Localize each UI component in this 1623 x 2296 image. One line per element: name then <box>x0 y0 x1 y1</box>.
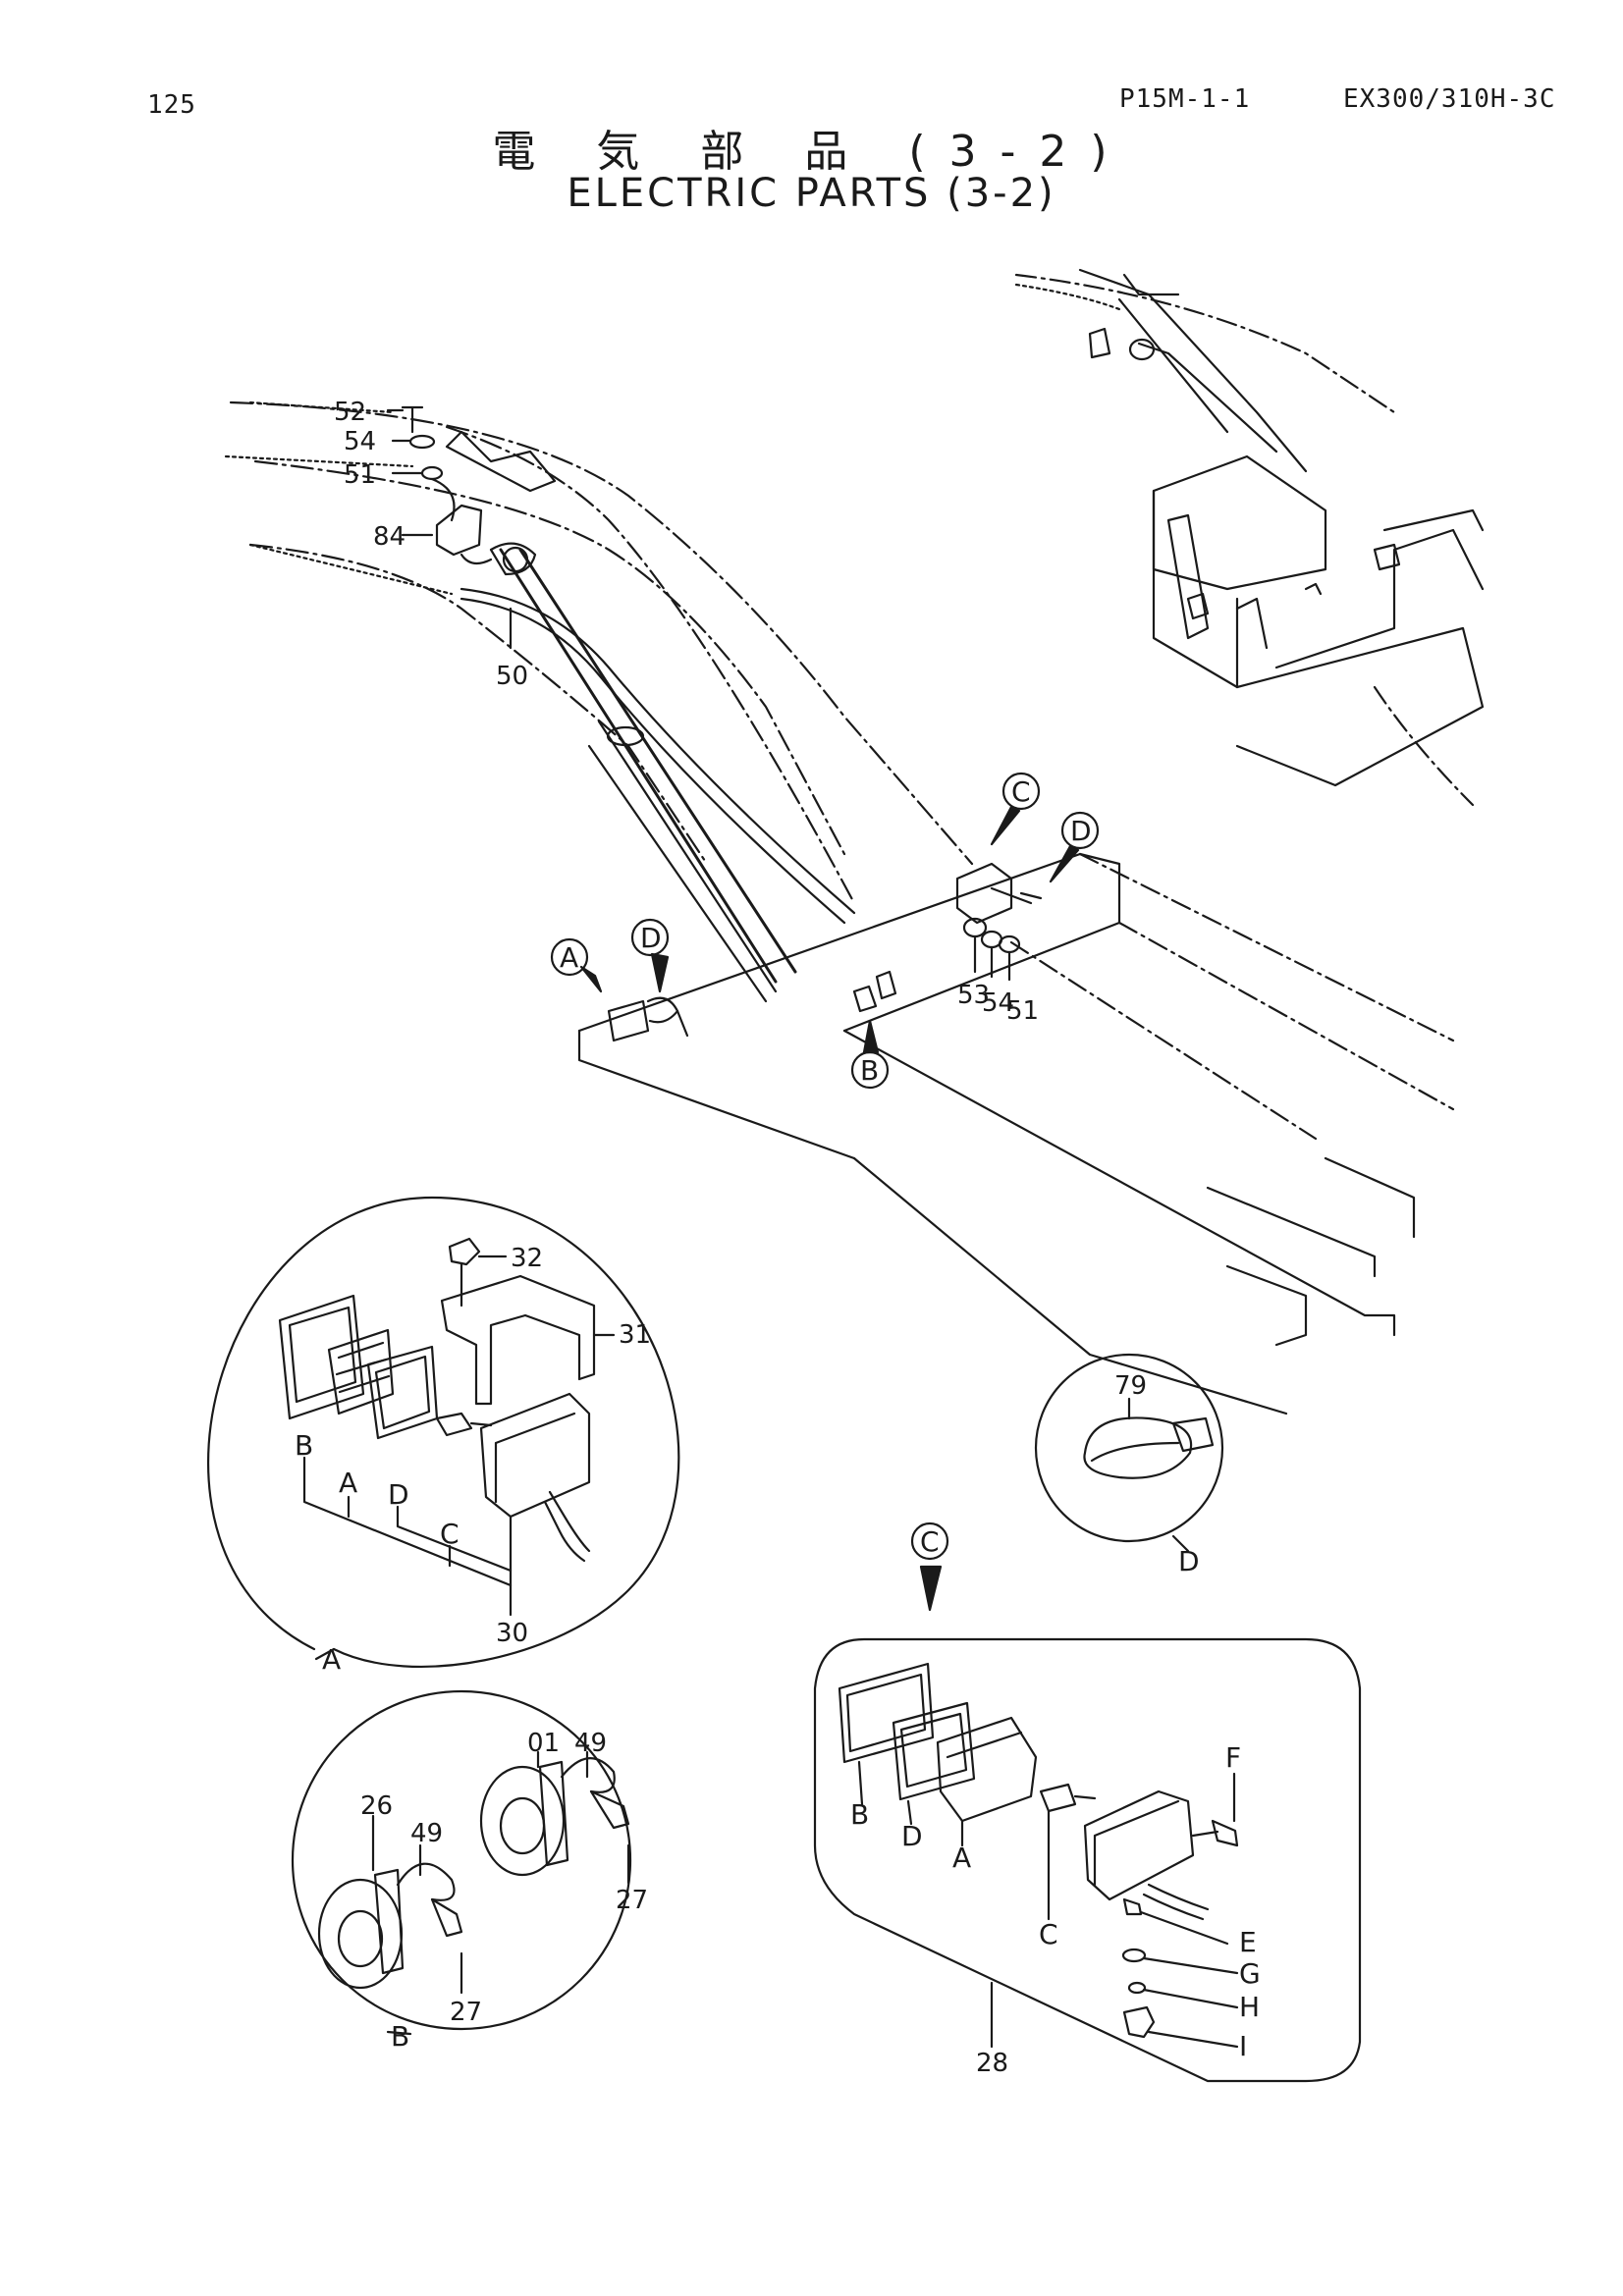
detail-a-part-30: 30 <box>496 1619 528 1648</box>
callout-50: 50 <box>496 662 528 691</box>
detail-b-part-49-right: 49 <box>574 1729 607 1758</box>
callout-51-frame: 51 <box>1006 996 1039 1026</box>
excavator-cab-illustration <box>1014 268 1485 807</box>
reference-marker-c: C <box>1011 775 1031 808</box>
detail-b-label: B <box>391 2020 409 2053</box>
detail-a-sub-b: B <box>295 1429 313 1462</box>
detail-c-sub-i: I <box>1239 2030 1247 2062</box>
detail-c-sub-d: D <box>901 1820 923 1852</box>
reference-marker-d: D <box>640 922 662 954</box>
detail-b-part-49-left: 49 <box>410 1819 443 1848</box>
detail-a-part-32: 32 <box>511 1244 543 1273</box>
detail-b-part-27-right: 27 <box>616 1886 648 1915</box>
detail-b-part-26: 26 <box>360 1791 393 1821</box>
detail-c-sub-c: C <box>1039 1918 1058 1950</box>
page-title-japanese: 電 気 部 品 (3-2) <box>492 127 1131 177</box>
callout-84: 84 <box>373 522 406 552</box>
reference-marker-b: B <box>860 1054 879 1087</box>
detail-c-sub-a: A <box>952 1842 971 1874</box>
model-number: EX300/310H-3C <box>1343 84 1556 114</box>
page-number: 125 <box>147 90 196 120</box>
detail-a-sub-a: A <box>339 1467 357 1499</box>
page-title-english: ELECTRIC PARTS (3-2) <box>567 171 1056 216</box>
callout-52: 52 <box>334 398 366 427</box>
detail-c-label: C <box>920 1525 940 1558</box>
detail-a-label: A <box>322 1643 341 1676</box>
detail-c-sub-h: H <box>1239 1991 1260 2023</box>
callout-54-frame: 54 <box>982 988 1014 1018</box>
detail-a-sub-c: C <box>440 1518 460 1550</box>
detail-c-sub-e: E <box>1239 1926 1257 1958</box>
detail-b-horns <box>291 1689 632 2036</box>
detail-c-sub-f: F <box>1225 1741 1241 1774</box>
detail-b-part-01: 01 <box>527 1729 560 1758</box>
callout-51: 51 <box>344 460 376 490</box>
detail-c-work-light <box>813 1522 1362 2083</box>
catalog-code: P15M-1-1 <box>1119 84 1251 114</box>
detail-a-part-31: 31 <box>619 1320 651 1350</box>
detail-b-part-27-left: 27 <box>450 1998 482 2027</box>
detail-c-sub-b: B <box>850 1798 869 1831</box>
excavator-boom-illustration <box>229 400 1455 1415</box>
detail-c-sub-g: G <box>1239 1957 1261 1990</box>
detail-d-label: D <box>1178 1545 1200 1577</box>
detail-a-sub-d: D <box>388 1478 409 1511</box>
reference-marker-d-2: D <box>1070 815 1092 847</box>
detail-a-work-light <box>206 1196 680 1668</box>
callout-53-frame: 53 <box>957 981 990 1010</box>
detail-d-part-79: 79 <box>1114 1371 1147 1401</box>
detail-d-clamp <box>1034 1353 1224 1553</box>
callout-54: 54 <box>344 427 376 456</box>
detail-c-part-28: 28 <box>976 2049 1008 2078</box>
reference-marker-a: A <box>560 941 578 974</box>
